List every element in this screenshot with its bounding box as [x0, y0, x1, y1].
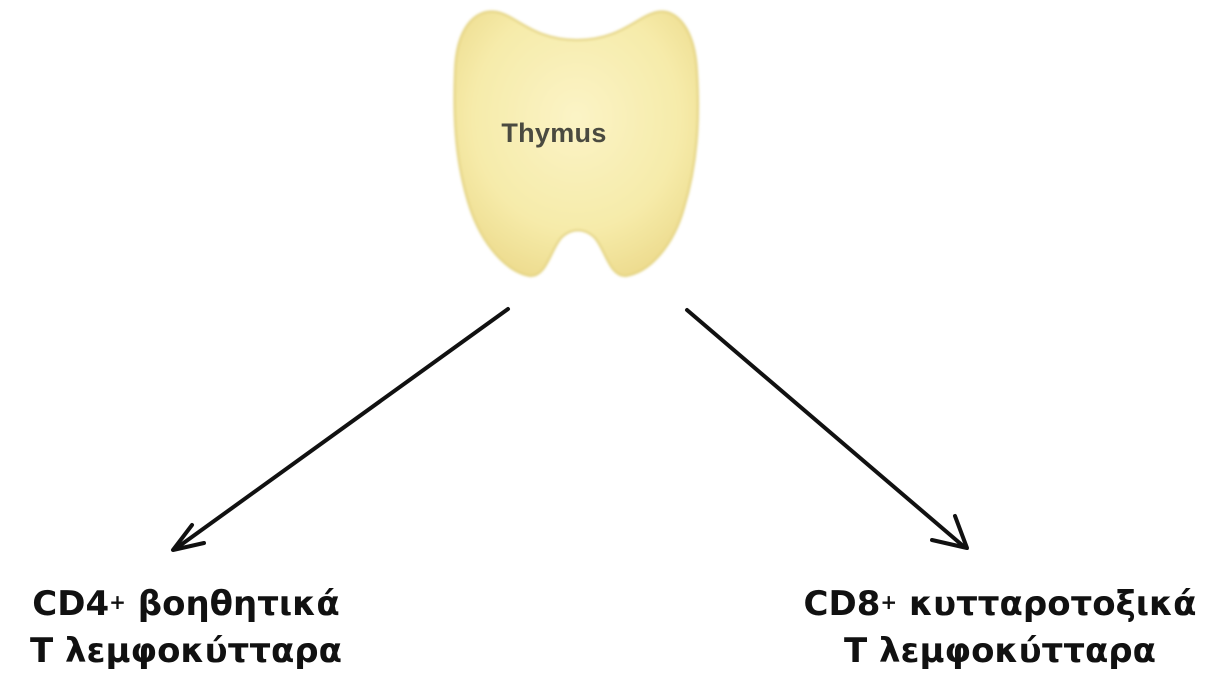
- cd8-label-line1: CD8+ κυτταροτοξικά: [790, 581, 1207, 628]
- thymus-label: Thymus: [484, 118, 624, 149]
- cd8-marker: CD8: [804, 584, 881, 624]
- arrow-right-shaft: [687, 310, 962, 545]
- cd4-superscript: +: [109, 590, 126, 614]
- cd8-cytotoxic-t-cells-label: CD8+ κυτταροτοξικά Τ λεμφοκύτταρα: [790, 581, 1207, 675]
- arrow-left-shaft: [178, 309, 508, 547]
- cd8-superscript: +: [880, 590, 897, 614]
- cd8-label-line2: Τ λεμφοκύτταρα: [790, 628, 1207, 675]
- cd4-label-line2: Τ λεμφοκύτταρα: [0, 628, 396, 675]
- cd4-marker: CD4: [32, 584, 109, 624]
- cd4-label-line1: CD4+ βοηθητικά: [0, 581, 396, 628]
- cd4-descriptor: βοηθητικά: [138, 584, 340, 624]
- cd4-helper-t-cells-label: CD4+ βοηθητικά Τ λεμφοκύτταρα: [0, 581, 396, 675]
- cd8-descriptor: κυτταροτοξικά: [909, 584, 1196, 624]
